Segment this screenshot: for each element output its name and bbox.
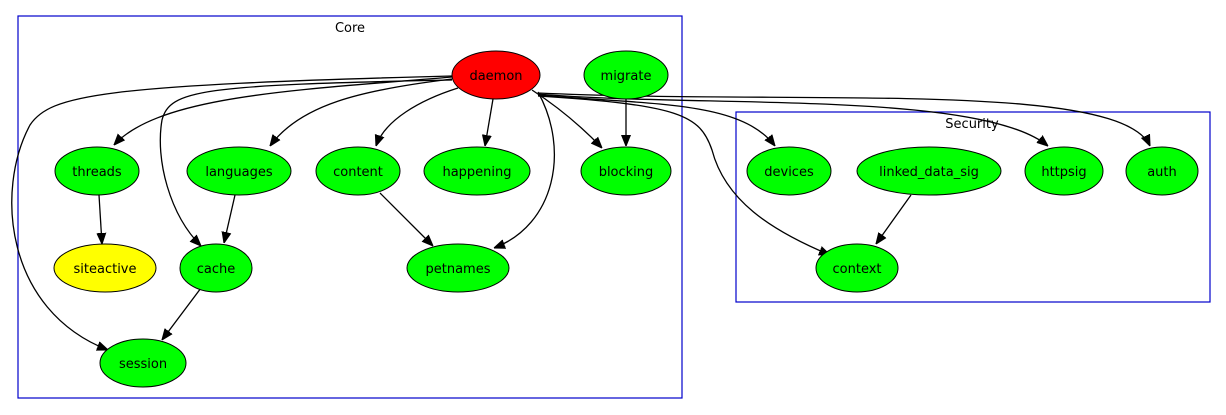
edge-cache-session bbox=[162, 287, 202, 340]
node-session-label: session bbox=[119, 357, 167, 372]
node-blocking[interactable]: blocking bbox=[580, 146, 672, 196]
edge-layer bbox=[11, 75, 1150, 350]
node-siteactive-label: siteactive bbox=[74, 262, 137, 277]
cluster-core-label: Core bbox=[335, 21, 365, 36]
node-threads-label: threads bbox=[72, 165, 122, 180]
node-siteactive-shape bbox=[53, 243, 157, 293]
node-linked_data_sig-shape bbox=[856, 146, 1002, 196]
node-languages-label: languages bbox=[205, 165, 273, 180]
node-migrate[interactable]: migrate bbox=[583, 50, 669, 100]
node-threads-shape bbox=[54, 146, 140, 196]
node-auth[interactable]: auth bbox=[1125, 146, 1199, 196]
node-happening-label: happening bbox=[442, 165, 511, 180]
node-content-shape bbox=[315, 146, 401, 196]
node-content[interactable]: content bbox=[315, 146, 401, 196]
node-migrate-label: migrate bbox=[601, 69, 652, 84]
edge-daemon-threads bbox=[114, 76, 453, 145]
edge-daemon-httpsig bbox=[537, 93, 1048, 146]
node-cache[interactable]: cache bbox=[179, 243, 253, 293]
node-devices-shape bbox=[746, 146, 832, 196]
node-context-shape bbox=[815, 243, 899, 293]
node-session-shape bbox=[99, 338, 187, 388]
node-context-label: context bbox=[833, 262, 882, 277]
node-httpsig[interactable]: httpsig bbox=[1024, 146, 1104, 196]
node-petnames[interactable]: petnames bbox=[406, 243, 510, 293]
edge-daemon-happening bbox=[485, 98, 494, 146]
node-happening-shape bbox=[423, 146, 531, 196]
node-linked_data_sig[interactable]: linked_data_sig bbox=[856, 146, 1002, 196]
node-threads[interactable]: threads bbox=[54, 146, 140, 196]
edge-daemon-cache bbox=[159, 79, 453, 246]
node-daemon[interactable]: daemon bbox=[451, 50, 541, 100]
node-daemon-shape bbox=[451, 50, 541, 100]
node-httpsig-shape bbox=[1024, 146, 1104, 196]
edge-daemon-session bbox=[11, 75, 453, 350]
node-languages[interactable]: languages bbox=[186, 146, 292, 196]
edge-daemon-content bbox=[376, 87, 459, 146]
cluster-core-box bbox=[17, 15, 683, 399]
edge-daemon-context bbox=[537, 95, 830, 256]
node-cache-label: cache bbox=[197, 262, 236, 277]
node-blocking-shape bbox=[580, 146, 672, 196]
node-context[interactable]: context bbox=[815, 243, 899, 293]
node-siteactive[interactable]: siteactive bbox=[53, 243, 157, 293]
node-happening[interactable]: happening bbox=[423, 146, 531, 196]
node-linked_data_sig-label: linked_data_sig bbox=[879, 165, 979, 180]
node-petnames-label: petnames bbox=[426, 262, 491, 277]
node-auth-label: auth bbox=[1147, 165, 1177, 180]
node-devices[interactable]: devices bbox=[746, 146, 832, 196]
edge-daemon-languages bbox=[270, 78, 453, 146]
node-httpsig-label: httpsig bbox=[1041, 165, 1086, 180]
node-petnames-shape bbox=[406, 243, 510, 293]
edge-content-petnames bbox=[379, 192, 433, 246]
edge-daemon-auth bbox=[537, 92, 1150, 146]
node-cache-shape bbox=[179, 243, 253, 293]
node-content-label: content bbox=[333, 165, 383, 180]
node-auth-shape bbox=[1125, 146, 1199, 196]
edge-threads-siteactive bbox=[99, 194, 102, 244]
cluster-security-label: Security bbox=[945, 117, 999, 132]
edge-daemon-devices bbox=[537, 94, 775, 146]
node-layer: daemon migrate threads languages content… bbox=[53, 50, 1199, 388]
cluster-security: Security bbox=[735, 111, 1211, 303]
node-session[interactable]: session bbox=[99, 338, 187, 388]
node-daemon-label: daemon bbox=[469, 69, 522, 84]
edge-languages-cache bbox=[224, 194, 236, 243]
node-devices-label: devices bbox=[764, 165, 814, 180]
edge-daemon-petnames bbox=[494, 91, 556, 248]
node-migrate-shape bbox=[583, 50, 669, 100]
node-blocking-label: blocking bbox=[599, 165, 654, 180]
edge-linked_data_sig-context bbox=[876, 194, 912, 244]
cluster-core: Core bbox=[17, 15, 683, 399]
node-languages-shape bbox=[186, 146, 292, 196]
cluster-security-box bbox=[735, 111, 1211, 303]
